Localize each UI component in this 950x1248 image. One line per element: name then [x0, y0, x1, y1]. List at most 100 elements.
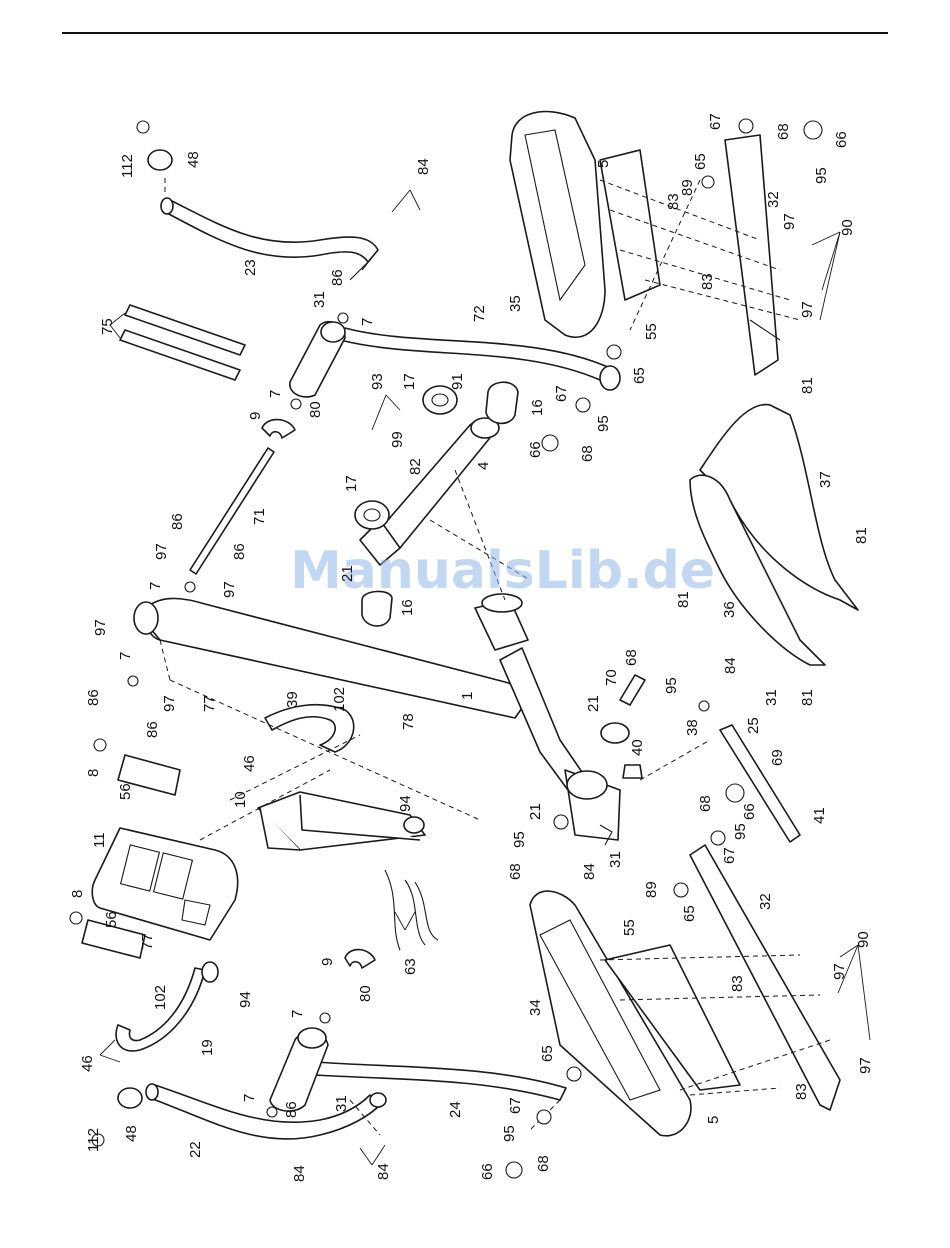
shroud-36 — [689, 474, 826, 666]
handlebar-23 — [160, 197, 379, 281]
label-86-d: 86 — [85, 689, 102, 706]
label-38: 38 — [684, 719, 701, 736]
label-84-a: 84 — [415, 158, 432, 175]
label-70: 70 — [603, 669, 620, 686]
label-8-b: 8 — [69, 890, 86, 898]
label-65-c: 65 — [631, 367, 648, 384]
label-72: 72 — [471, 305, 488, 322]
label-17-a: 17 — [401, 373, 418, 390]
label-34: 34 — [527, 999, 544, 1016]
label-95-e: 95 — [595, 415, 612, 432]
label-68-b: 68 — [697, 795, 714, 812]
label-83-d: 83 — [665, 193, 682, 210]
label-66-b: 66 — [741, 803, 758, 820]
main-frame — [133, 593, 621, 846]
pedal-plate-5-lower — [604, 944, 741, 1091]
label-48-b: 48 — [123, 1125, 140, 1142]
label-99: 99 — [389, 431, 406, 448]
label-10: 10 — [232, 791, 249, 808]
label-7-c: 7 — [147, 582, 164, 590]
label-23: 23 — [242, 259, 259, 276]
label-81-c: 81 — [853, 527, 870, 544]
label-102-b: 102 — [152, 985, 169, 1010]
label-112-b: 112 — [85, 1128, 102, 1152]
assembly-lines — [159, 178, 831, 1136]
label-97-f: 97 — [857, 1057, 874, 1074]
label-66-a: 66 — [479, 1163, 496, 1180]
label-1: 1 — [459, 692, 476, 700]
pedal-plate-5-upper — [599, 149, 661, 301]
lower-arm-24 — [269, 1027, 567, 1112]
label-80-a: 80 — [307, 401, 324, 418]
label-77-a: 77 — [201, 695, 218, 712]
label-63: 63 — [402, 958, 419, 975]
label-81-b: 81 — [675, 591, 692, 608]
console-mast-10 — [257, 791, 426, 851]
label-97-a: 97 — [153, 543, 170, 560]
pedal-arm-32-upper — [724, 134, 781, 376]
part-labels: 112 48 23 84 86 31 7 75 72 7 80 9 93 17 … — [69, 113, 874, 1182]
end-cap-48-upper — [147, 149, 173, 171]
label-71: 71 — [251, 508, 268, 525]
label-75: 75 — [99, 318, 116, 335]
grips-75 — [119, 304, 246, 381]
label-46-b: 46 — [79, 1055, 96, 1072]
label-95-d: 95 — [663, 677, 680, 694]
label-68-c: 68 — [507, 863, 524, 880]
wheel-17-upper — [422, 385, 458, 415]
leader-lines — [99, 189, 871, 1166]
label-7-b: 7 — [267, 390, 284, 398]
label-80-b: 80 — [357, 985, 374, 1002]
label-68-d: 68 — [623, 649, 640, 666]
end-cap-48-lower — [117, 1087, 143, 1109]
label-86-f: 86 — [283, 1101, 300, 1118]
label-84-c: 84 — [375, 1163, 392, 1180]
label-31-d: 31 — [763, 689, 780, 706]
label-86-e: 86 — [144, 721, 161, 738]
label-93: 93 — [369, 373, 386, 390]
label-22: 22 — [187, 1141, 204, 1158]
label-82: 82 — [407, 458, 424, 475]
label-55-b: 55 — [643, 323, 660, 340]
label-25: 25 — [745, 717, 762, 734]
label-68-a: 68 — [535, 1155, 552, 1172]
axle-70 — [619, 674, 646, 706]
label-90-b: 90 — [839, 219, 856, 236]
label-97-g: 97 — [781, 213, 798, 230]
label-35: 35 — [507, 295, 524, 312]
label-68-e: 68 — [579, 445, 596, 462]
grip-56-lower — [81, 919, 146, 959]
label-84-d: 84 — [581, 863, 598, 880]
label-37: 37 — [817, 471, 834, 488]
label-95-b: 95 — [732, 823, 749, 840]
label-9-b: 9 — [319, 958, 336, 966]
console-11 — [91, 827, 239, 941]
watermark: ManualsLib.de — [290, 541, 715, 601]
grip-56-upper — [117, 754, 181, 796]
label-67-c: 67 — [553, 385, 570, 402]
crossbar-tube — [359, 417, 531, 601]
label-9-a: 9 — [247, 412, 264, 420]
label-97-c: 97 — [92, 619, 109, 636]
label-8-a: 8 — [85, 769, 102, 777]
label-86-c: 86 — [231, 543, 248, 560]
label-97-h: 97 — [799, 301, 816, 318]
label-5-b: 5 — [595, 160, 612, 168]
label-83-b: 83 — [793, 1083, 810, 1100]
label-5-a: 5 — [705, 1116, 722, 1124]
label-84-b: 84 — [291, 1165, 308, 1182]
label-65-d: 65 — [692, 153, 709, 170]
label-89-a: 89 — [643, 881, 660, 898]
label-68-f: 68 — [775, 123, 792, 140]
label-31-c: 31 — [607, 851, 624, 868]
label-102-a: 102 — [331, 687, 348, 712]
label-65-a: 65 — [539, 1045, 556, 1062]
label-89-b: 89 — [679, 179, 696, 196]
label-17-b: 17 — [343, 475, 360, 492]
pedal-35 — [509, 110, 606, 338]
label-41: 41 — [811, 807, 828, 824]
upper-handle-39 — [264, 703, 355, 753]
label-56-b: 56 — [103, 911, 120, 928]
label-55-a: 55 — [621, 919, 638, 936]
